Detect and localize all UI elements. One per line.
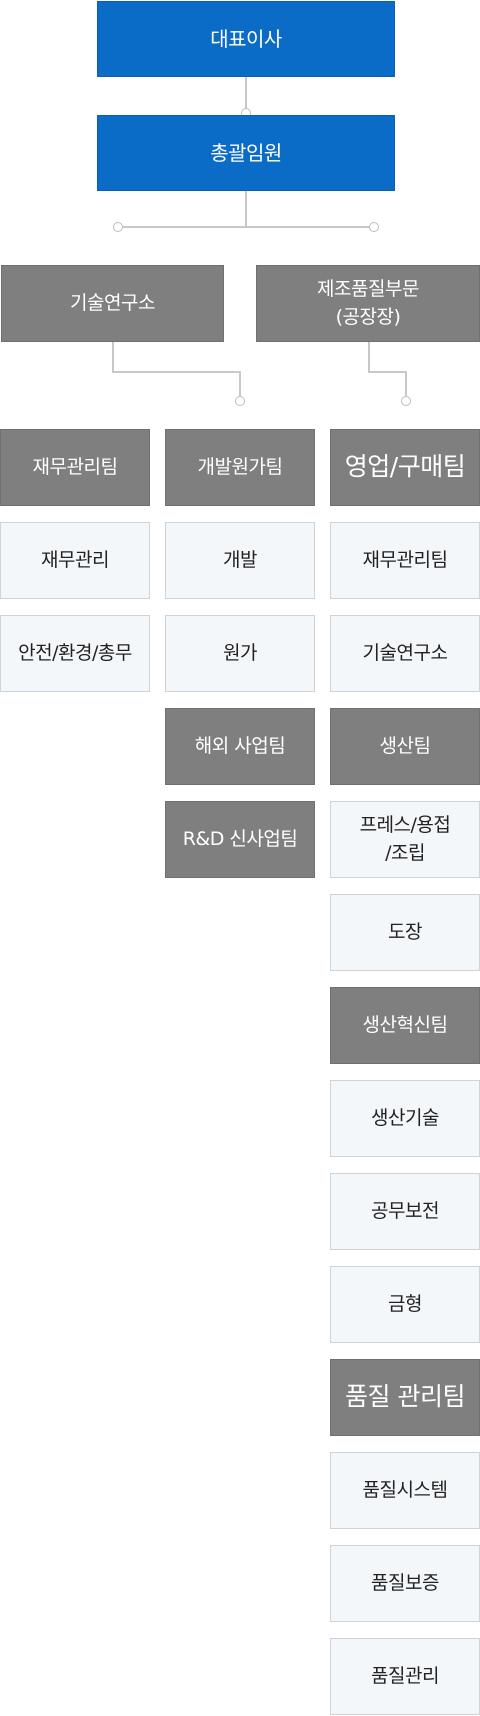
sales-purchasing-team-box: 영업/구매팀 bbox=[330, 429, 480, 506]
connector-node bbox=[113, 222, 123, 232]
connector-rnd-down bbox=[112, 342, 114, 372]
manufacturing-division-box: 제조품질부문 (공장장) bbox=[256, 265, 480, 342]
connector-mfg-down bbox=[368, 342, 370, 372]
safety-item-box: 안전/환경/총무 bbox=[0, 615, 150, 692]
col3-item-box: 기술연구소 bbox=[330, 615, 480, 692]
cost-item-box: 원가 bbox=[165, 615, 315, 692]
rnd-new-business-team-box: R&D 신사업팀 bbox=[165, 801, 315, 878]
connector-horizontal-top bbox=[118, 226, 374, 228]
quality-system-item-box: 품질시스템 bbox=[330, 1452, 480, 1529]
connector-mfg-drop bbox=[405, 371, 407, 396]
connector-node bbox=[369, 222, 379, 232]
production-innovation-team-box: 생산혁신팀 bbox=[330, 987, 480, 1064]
maintenance-item-box: 공무보전 bbox=[330, 1173, 480, 1250]
rnd-division-box: 기술연구소 bbox=[1, 265, 224, 342]
production-tech-item-box: 생산기술 bbox=[330, 1080, 480, 1157]
quality-team-box: 품질 관리팀 bbox=[330, 1359, 480, 1436]
overseas-team-box: 해외 사업팀 bbox=[165, 708, 315, 785]
production-team-box: 생산팀 bbox=[330, 708, 480, 785]
mold-item-box: 금형 bbox=[330, 1266, 480, 1343]
ceo-box: 대표이사 bbox=[97, 1, 395, 77]
col3-item-box: 재무관리팀 bbox=[330, 522, 480, 599]
finance-item-box: 재무관리 bbox=[0, 522, 150, 599]
connector-node bbox=[401, 396, 411, 406]
connector-rnd-drop bbox=[239, 371, 241, 396]
finance-team-box: 재무관리팀 bbox=[0, 429, 150, 506]
dev-cost-team-box: 개발원가팀 bbox=[165, 429, 315, 506]
connector-gm-down bbox=[245, 191, 247, 226]
gm-box: 총괄임원 bbox=[97, 115, 395, 191]
connector-ceo-gm bbox=[245, 77, 247, 114]
connector-node bbox=[235, 396, 245, 406]
quality-control-item-box: 품질관리 bbox=[330, 1638, 480, 1715]
painting-item-box: 도장 bbox=[330, 894, 480, 971]
connector-rnd-horizontal bbox=[112, 371, 240, 373]
press-welding-item-box: 프레스/용접 /조립 bbox=[330, 801, 480, 878]
quality-assurance-item-box: 품질보증 bbox=[330, 1545, 480, 1622]
connector-mfg-horizontal bbox=[368, 371, 406, 373]
dev-item-box: 개발 bbox=[165, 522, 315, 599]
